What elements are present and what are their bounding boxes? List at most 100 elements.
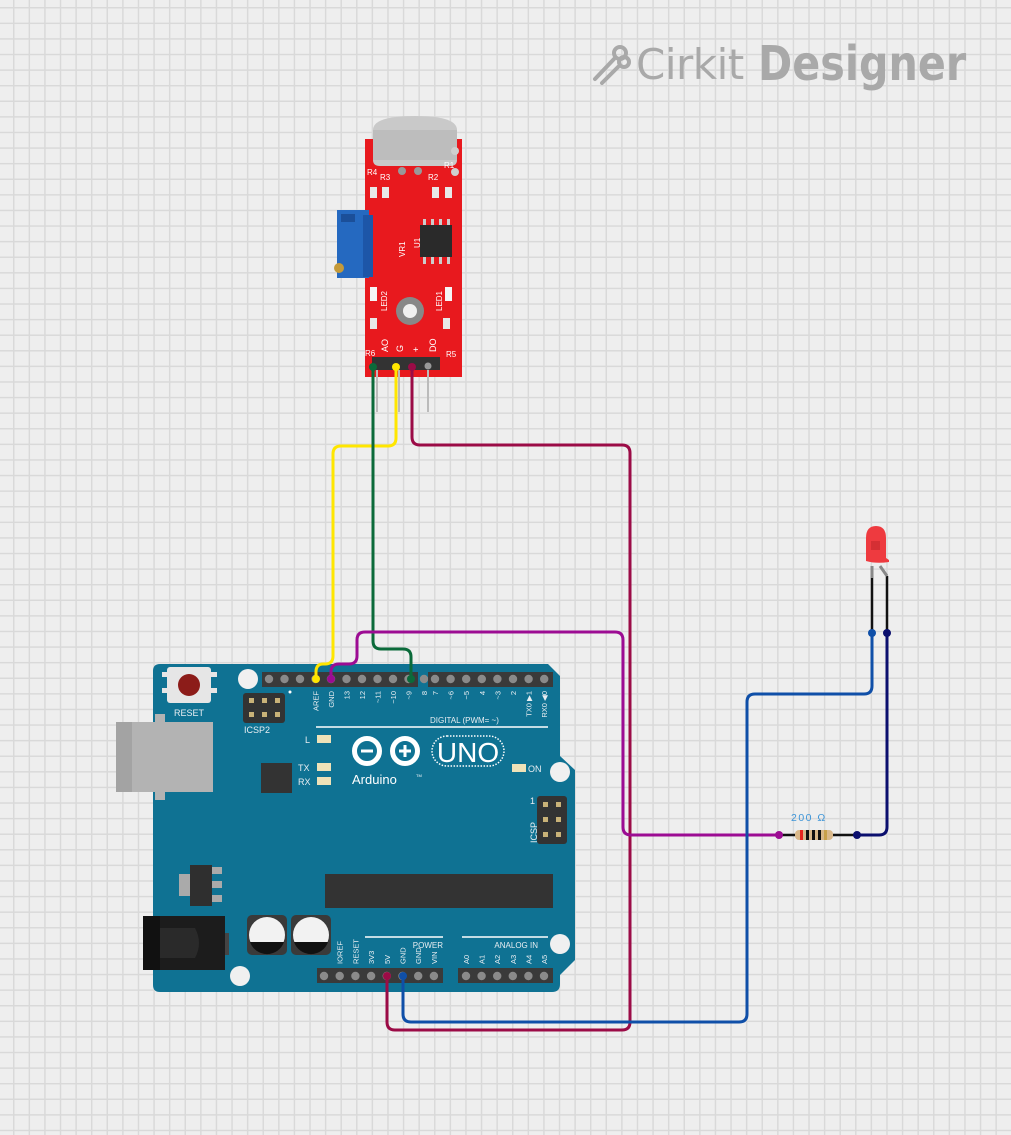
endpoint-sensor-pin1[interactable] — [369, 363, 377, 371]
led-l-label: L — [305, 735, 310, 745]
uno-badge — [431, 735, 505, 767]
endpoint-arduino-power-gnd[interactable] — [399, 972, 407, 980]
endpoint-arduino-5v[interactable] — [383, 972, 391, 980]
digital-pin[interactable] — [264, 674, 274, 684]
digital-pin[interactable] — [540, 674, 549, 684]
cirkit-designer-logo: Cirkit Designer — [592, 34, 1000, 94]
potentiometer — [334, 210, 373, 278]
power-pin[interactable] — [335, 971, 344, 981]
power-pin[interactable] — [414, 971, 423, 981]
mounting-hole — [550, 934, 570, 954]
tm-mark: TM — [416, 773, 422, 778]
endpoint-sensor-plus[interactable] — [408, 363, 416, 371]
sensor-pin-label: AO — [380, 339, 390, 352]
sensor-pin-label: DO — [428, 339, 438, 353]
microphone — [373, 116, 457, 175]
power-jack — [143, 916, 229, 970]
endpoint-led-leg-2[interactable] — [883, 629, 891, 637]
arduino-logo-text: Arduino — [352, 772, 397, 787]
pin-label: 7 — [431, 691, 440, 695]
digital-pin[interactable] — [342, 674, 351, 684]
power-pin[interactable] — [319, 971, 329, 981]
pin-label: 5V — [383, 955, 392, 964]
endpoint-resistor-right[interactable] — [853, 831, 861, 839]
resistor-200-ohm[interactable]: 200 Ω — [779, 812, 857, 840]
digital-header-label: DIGITAL (PWM= ~) — [430, 716, 499, 725]
endpoint-led-leg-1[interactable] — [868, 629, 876, 637]
power-pin[interactable] — [351, 971, 360, 981]
pin-label: IOREF — [336, 941, 345, 964]
wire-resistor-to-led-anode[interactable] — [857, 633, 889, 837]
pin-label: 2 — [509, 691, 518, 695]
endpoint-arduino-gnd[interactable] — [312, 675, 320, 683]
pin-label: VIN — [430, 951, 439, 964]
pin-label: A0 — [462, 955, 471, 964]
endpoint-sensor-ao[interactable] — [392, 363, 400, 371]
label-u1: U1 — [413, 237, 422, 248]
ic-u1 — [420, 219, 452, 264]
pin-label: 3V3 — [367, 951, 376, 964]
digital-pin[interactable] — [462, 674, 471, 684]
digital-pin[interactable] — [373, 674, 382, 684]
pin-label: GND — [327, 690, 336, 707]
wire-sensor-plus-to-5v[interactable] — [385, 367, 632, 1032]
mounting-hole — [238, 669, 258, 689]
label-r6: R6 — [365, 349, 376, 358]
sensor-pin-do[interactable] — [424, 362, 432, 370]
power-pin[interactable] — [429, 971, 439, 981]
reset-button[interactable] — [162, 667, 217, 703]
wire-sensor-pin1-to-d8[interactable] — [371, 367, 413, 679]
digital-pin[interactable] — [295, 674, 305, 684]
digital-pin[interactable] — [357, 674, 367, 684]
analog-pin[interactable] — [524, 971, 533, 981]
digital-pin[interactable] — [280, 674, 289, 684]
label-r2: R2 — [428, 173, 439, 182]
analog-pin[interactable] — [461, 971, 471, 981]
endpoint-arduino-d13[interactable] — [327, 675, 335, 683]
digital-pin[interactable] — [419, 674, 429, 684]
pin-label: A5 — [540, 955, 549, 964]
pin-label: ~9 — [405, 691, 414, 700]
analog-pin[interactable] — [477, 971, 486, 981]
led-indicators — [317, 735, 526, 785]
sensor-board — [365, 139, 462, 377]
analog-pin[interactable] — [539, 971, 549, 981]
pin-label: GND — [399, 947, 408, 964]
power-header-label: POWER — [413, 941, 443, 950]
usb-connector — [116, 722, 213, 792]
digital-pin[interactable] — [477, 674, 486, 684]
analog-pin[interactable] — [493, 971, 502, 981]
smd-components — [370, 187, 452, 329]
label-vr1: VR1 — [398, 241, 407, 257]
analog-pin[interactable] — [508, 971, 517, 981]
wire-d13-to-resistor[interactable] — [329, 630, 779, 837]
sensor-pin-label: G — [395, 345, 405, 352]
digital-pin[interactable] — [430, 674, 440, 684]
resistor-value-label: 200 Ω — [791, 812, 827, 824]
digital-pin[interactable] — [508, 674, 518, 684]
wire-gnd-to-led-cathode[interactable] — [401, 633, 874, 1024]
pin-label: 4 — [478, 691, 487, 695]
digital-pin[interactable] — [388, 674, 398, 684]
endpoint-arduino-d8[interactable] — [407, 675, 415, 683]
power-header — [317, 968, 443, 983]
pin-label: AREF — [312, 691, 321, 711]
red-led[interactable] — [866, 526, 889, 633]
icsp-label: ICSP — [529, 822, 539, 843]
arduino-infinity-logo — [352, 736, 420, 766]
digital-pin[interactable] — [446, 674, 455, 684]
icsp-header — [537, 796, 567, 844]
sensor-header — [372, 357, 440, 370]
pin-label: A3 — [509, 955, 518, 964]
label-led1: LED1 — [435, 290, 444, 311]
power-pin[interactable] — [366, 971, 376, 981]
endpoint-resistor-left[interactable] — [775, 831, 783, 839]
digital-pin[interactable] — [524, 674, 533, 684]
digital-pin[interactable] — [493, 674, 502, 684]
icsp2-header — [243, 690, 292, 723]
label-r3: R3 — [380, 173, 391, 182]
wire-sensor-ao-to-gnd[interactable] — [314, 367, 398, 679]
